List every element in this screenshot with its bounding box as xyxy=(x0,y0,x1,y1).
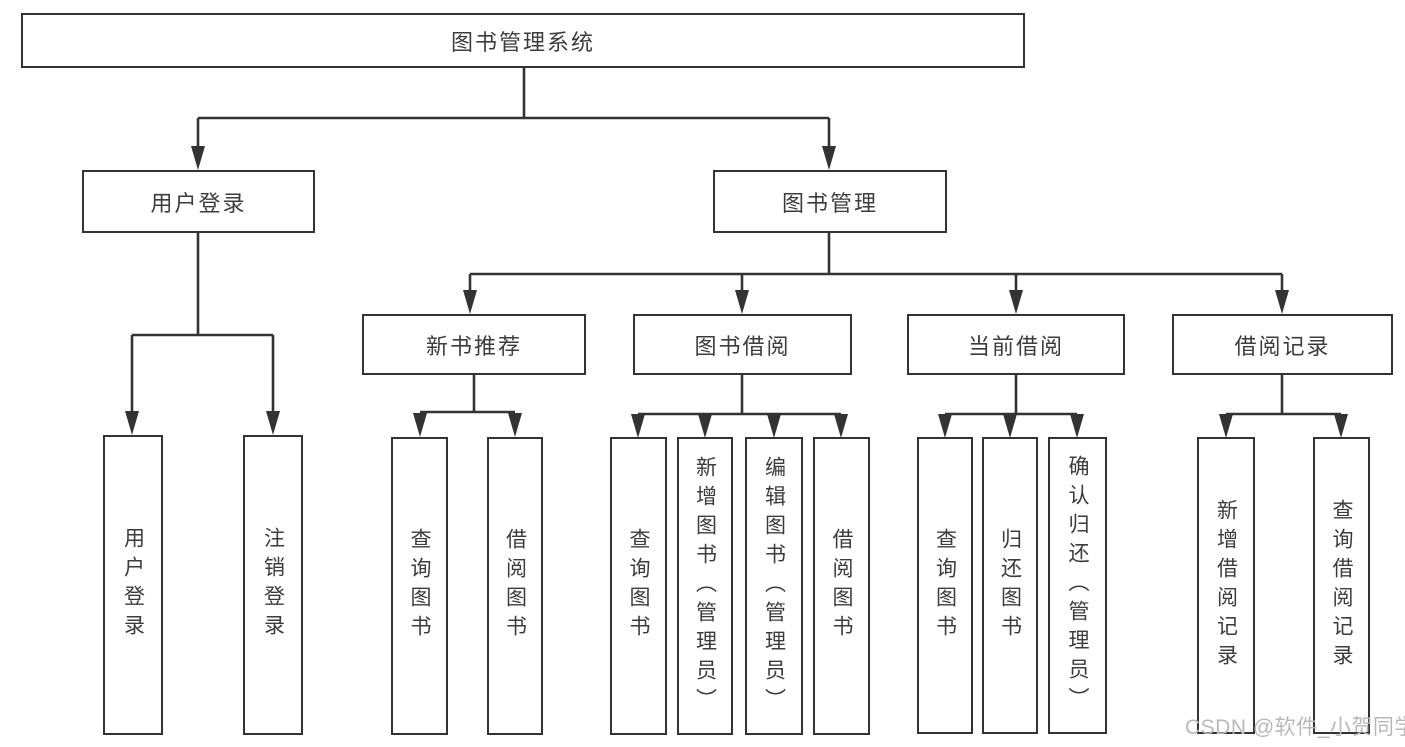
leaf-current-query-books-label: 查询图书 xyxy=(933,527,957,644)
node-borrow-records-label: 借阅记录 xyxy=(1234,333,1331,359)
connector-borrow-records-branch xyxy=(1219,375,1348,438)
leaf-current-confirm-return: 确认归还（管理员） xyxy=(1048,437,1107,734)
leaf-borrow-edit-books-label: 编辑图书（管理员） xyxy=(762,455,786,717)
leaf-borrow-query-books-label: 查询图书 xyxy=(627,528,650,644)
leaf-borrow-edit-books: 编辑图书（管理员） xyxy=(745,437,803,735)
leaf-borrow-borrow-books-label: 借阅图书 xyxy=(830,528,853,644)
connector-book-borrow-branch xyxy=(631,375,848,438)
node-user-login-label: 用户登录 xyxy=(150,190,247,216)
leaf-records-add-record-label: 新增借阅记录 xyxy=(1214,498,1238,673)
leaf-current-confirm-return-label: 确认归还（管理员） xyxy=(1066,455,1089,716)
leaf-borrow-query-books: 查询图书 xyxy=(610,437,667,735)
node-new-rec-label: 新书推荐 xyxy=(425,333,522,359)
leaf-records-query-record-label: 查询借阅记录 xyxy=(1330,498,1353,673)
node-book-mgmt: 图书管理 xyxy=(713,170,947,233)
leaf-records-add-record: 新增借阅记录 xyxy=(1197,437,1255,734)
leaf-newrec-query-books-label: 查询图书 xyxy=(408,528,431,644)
leaf-current-return-books: 归还图书 xyxy=(982,437,1038,734)
leaf-current-query-books: 查询图书 xyxy=(917,437,973,734)
connector-current-borrow-branch xyxy=(938,375,1084,438)
leaf-user-login: 用户登录 xyxy=(103,435,163,735)
leaf-logout: 注销登录 xyxy=(243,435,303,735)
connector-book-mgmt-branch xyxy=(463,233,1289,314)
node-current-borrow: 当前借阅 xyxy=(907,314,1125,375)
node-current-borrow-label: 当前借阅 xyxy=(967,333,1064,359)
leaf-records-query-record: 查询借阅记录 xyxy=(1313,437,1370,734)
node-book-borrow: 图书借阅 xyxy=(633,314,852,375)
connector-user-login-branch xyxy=(125,233,280,435)
connector-new-rec-branch xyxy=(413,375,522,437)
leaf-user-login-label: 用户登录 xyxy=(121,527,145,643)
leaf-borrow-borrow-books: 借阅图书 xyxy=(813,437,870,735)
leaf-borrow-add-books: 新增图书（管理员） xyxy=(677,437,733,735)
node-user-login: 用户登录 xyxy=(82,170,315,233)
node-root-label: 图书管理系统 xyxy=(450,29,595,55)
leaf-current-return-books-label: 归还图书 xyxy=(998,527,1022,644)
connector-root-branch xyxy=(191,68,836,170)
node-book-borrow-label: 图书借阅 xyxy=(694,333,791,359)
node-book-mgmt-label: 图书管理 xyxy=(781,190,878,216)
leaf-newrec-borrow-books-label: 借阅图书 xyxy=(503,528,527,644)
leaf-newrec-borrow-books: 借阅图书 xyxy=(487,437,543,735)
leaf-borrow-add-books-label: 新增图书（管理员） xyxy=(693,455,717,717)
node-root: 图书管理系统 xyxy=(21,13,1025,68)
leaf-logout-label: 注销登录 xyxy=(261,527,285,643)
csdn-watermark: CSDN @软件_小贺同学 xyxy=(1185,716,1405,739)
node-new-rec: 新书推荐 xyxy=(362,314,586,375)
leaf-newrec-query-books: 查询图书 xyxy=(391,437,448,735)
node-borrow-records: 借阅记录 xyxy=(1172,314,1393,375)
